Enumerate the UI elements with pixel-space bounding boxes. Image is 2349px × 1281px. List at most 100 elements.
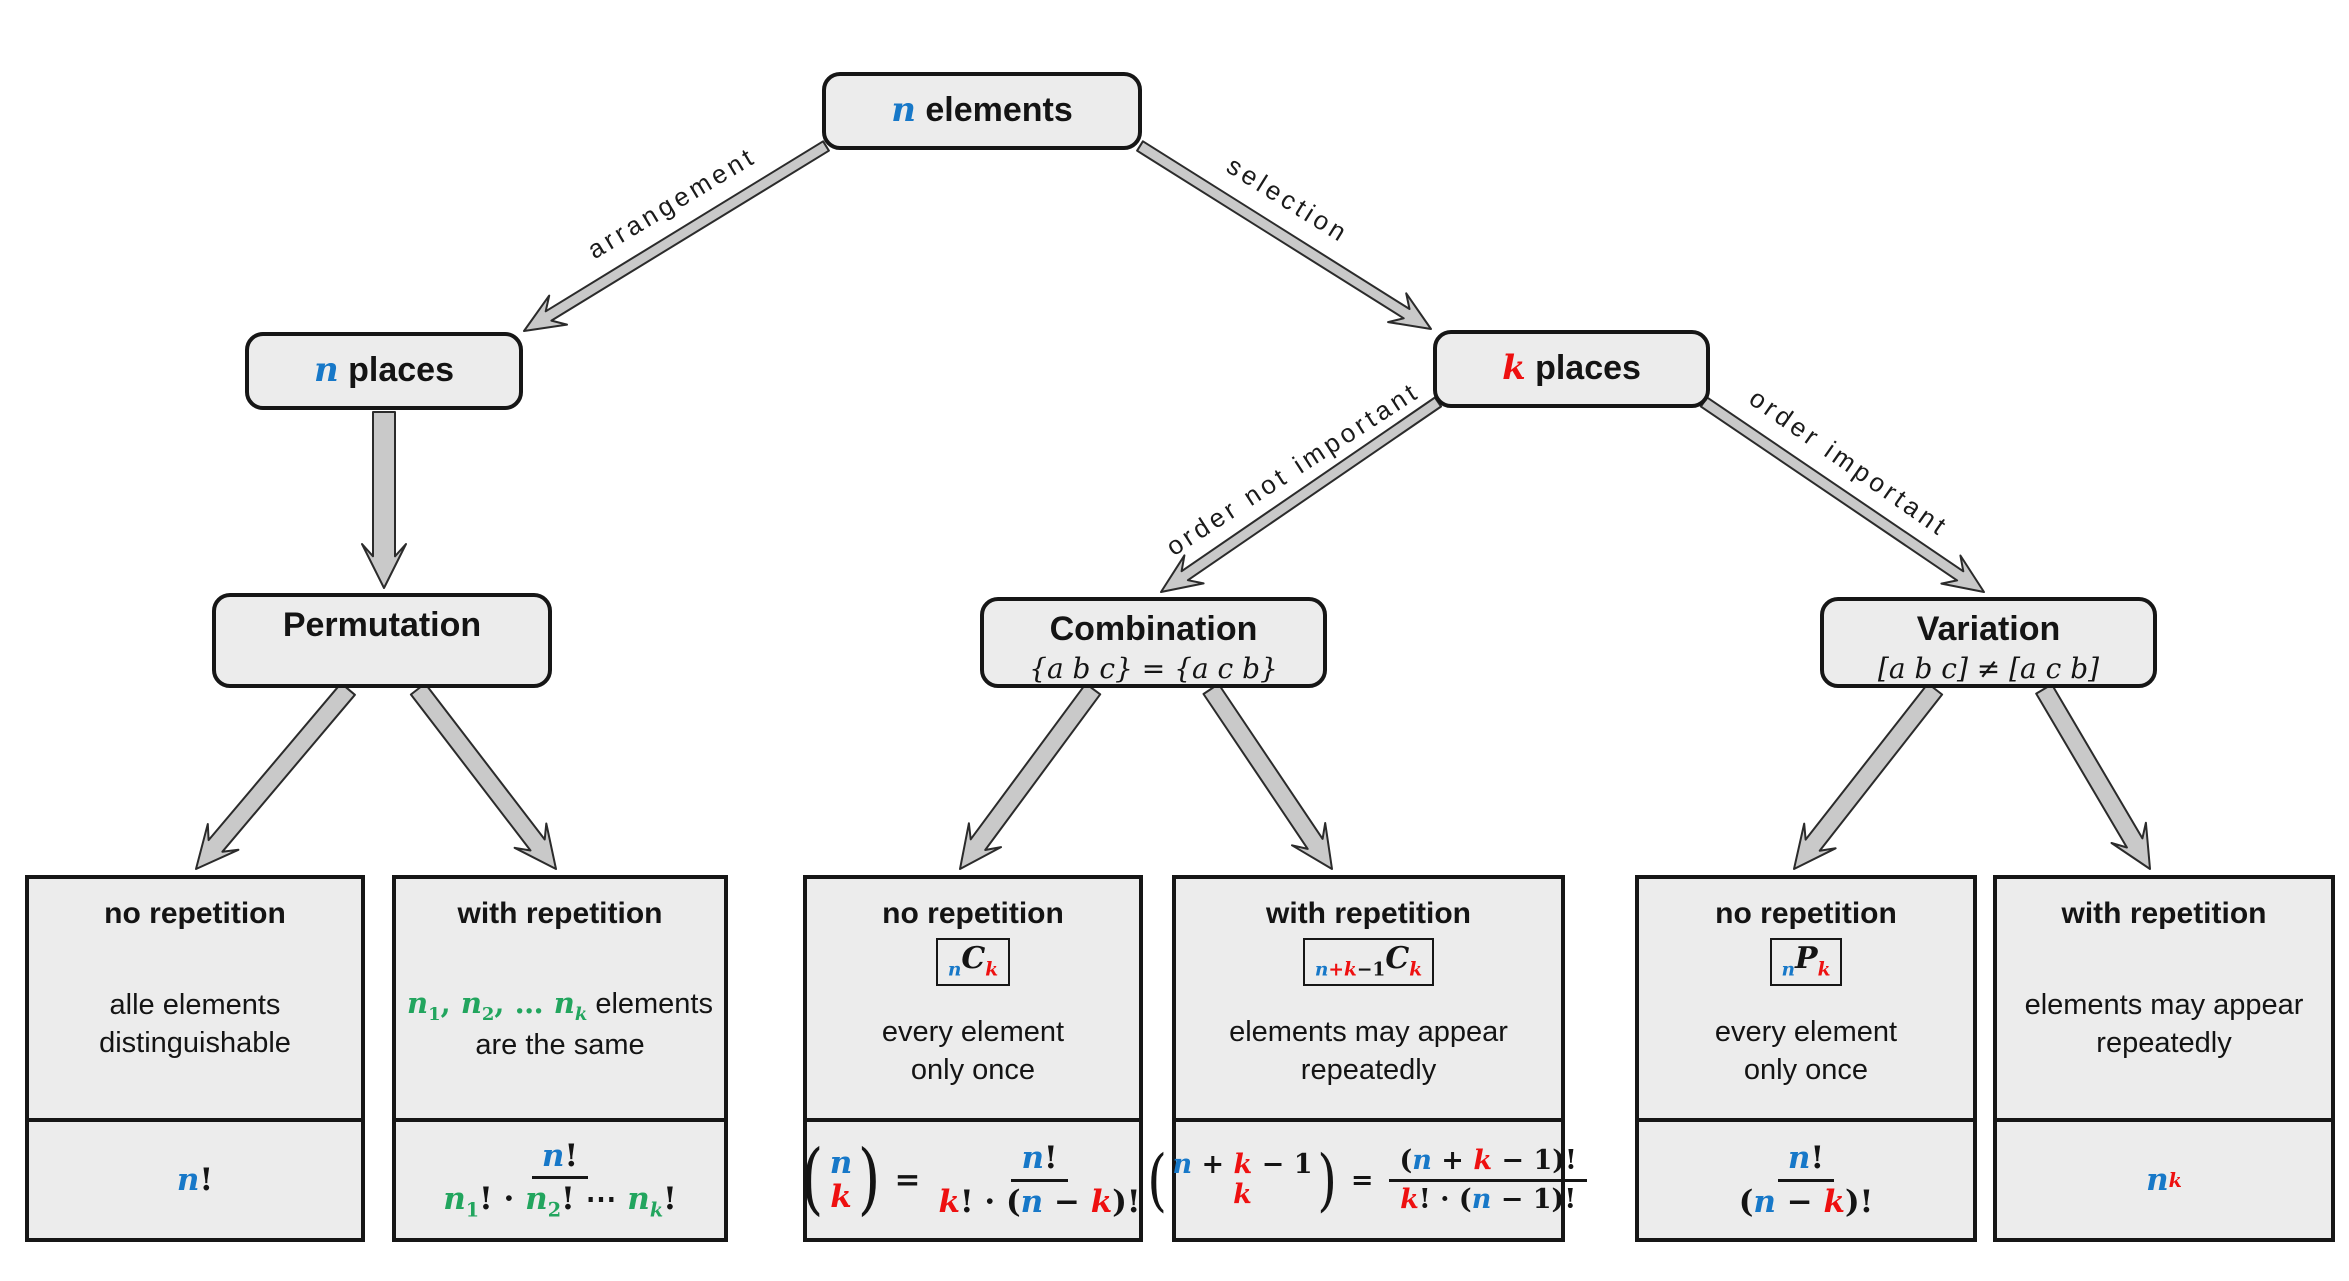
binomial-top: n (830, 1146, 853, 1180)
math-token: C (961, 940, 986, 976)
paren-left: ( (1147, 1140, 1168, 1220)
math-token: n (1314, 958, 1329, 980)
math-token: every element (1714, 1016, 1898, 1049)
arrow-connector (1160, 396, 1443, 593)
binomial-bottom: k (830, 1180, 851, 1214)
fraction-denominator: k! · (n − 1)! (1398, 1182, 1578, 1215)
paren-right: ) (1317, 1140, 1338, 1220)
math-token: , (440, 986, 461, 1021)
math-token: n (1471, 1183, 1492, 1215)
math-token: )! (1844, 1183, 1874, 1220)
arrow-connector (959, 682, 1102, 870)
leaf-title: with repetition (457, 897, 663, 930)
math-token: elements (587, 988, 713, 1021)
leaf-title: no repetition (1715, 897, 1897, 930)
math-token: k (1473, 1144, 1493, 1176)
math-token: n (313, 350, 339, 391)
math-token: k (1400, 1183, 1419, 1215)
math-token: every element (881, 1016, 1065, 1049)
math-token: − 1 (1492, 1144, 1553, 1176)
leaf-formula: n!n1! · n2! ⋯ nk! (396, 1118, 724, 1238)
math-token: )! (1552, 1144, 1577, 1176)
math-token: = (894, 1162, 921, 1198)
arrow-connector (2035, 683, 2151, 870)
fraction-numerator: (n + k − 1)! (1389, 1144, 1587, 1182)
leaf-title: with repetition (1266, 897, 1471, 930)
description-line: alle elements (99, 987, 291, 1025)
math-token: k (1090, 1183, 1113, 1220)
fraction-denominator: n1! · n2! ⋯ nk! (441, 1179, 679, 1221)
math-token: only once (1743, 1054, 1869, 1087)
math-token: k (1823, 1183, 1845, 1220)
math-token: − (1043, 1183, 1091, 1220)
math-token: ! (564, 1138, 579, 1175)
math-token: n (541, 1138, 565, 1175)
math-token: n (443, 1181, 466, 1218)
node-title: n places (314, 352, 454, 389)
math-token: k (1343, 958, 1357, 980)
math-token: − 1 (1252, 1149, 1313, 1181)
description-line: n1, n2, … nk elements (407, 985, 713, 1027)
description-line: every element (882, 1014, 1064, 1052)
math-token: C (1385, 940, 1410, 976)
node-permutation: Permutation (212, 593, 552, 688)
binomial-top: n + k − 1 (1172, 1150, 1312, 1180)
math-token: ! · (479, 1181, 526, 1218)
fraction: n!(n − k)! (1737, 1141, 1876, 1218)
math-token: ! (199, 1162, 214, 1198)
arrow-connector (1202, 683, 1333, 870)
node-combination: Combination {a b c} = {a c b} (980, 597, 1327, 688)
math-token: + (1431, 1144, 1474, 1176)
math-token: ! (1810, 1140, 1825, 1177)
math-token: = (1350, 1164, 1374, 1196)
description-line: every element (1715, 1014, 1897, 1052)
math-token: repeatedly (1300, 1054, 1437, 1087)
math-token: places (338, 351, 455, 390)
math-token: elements may appear (2024, 989, 2304, 1022)
arrow-connector (1793, 682, 1944, 870)
math-token: n (1781, 958, 1796, 980)
leaf-title: no repetition (104, 897, 286, 930)
math-token: 2 (547, 1198, 562, 1222)
math-token: k (1817, 958, 1831, 980)
paren-left: ( (801, 1134, 824, 1225)
arrow-connector (1136, 140, 1432, 330)
math-token: alle elements (109, 989, 281, 1022)
math-token: )! (1112, 1183, 1141, 1220)
math-token: ! ⋯ (561, 1181, 628, 1218)
math-token: 2 (481, 1004, 495, 1026)
math-token: elements (915, 91, 1073, 130)
math-token: ! · ( (1418, 1183, 1472, 1215)
math-token: ! (663, 1181, 677, 1218)
math-token: are the same (475, 1028, 645, 1061)
node-title: Combination (1049, 610, 1258, 648)
math-token: )! (1551, 1183, 1577, 1215)
binomial-bottom: k (1233, 1180, 1252, 1210)
fraction-denominator: (n − k)! (1737, 1182, 1876, 1219)
node-subtitle: [a b c] ≠ [a c b] (1877, 652, 2100, 686)
fraction: (n + k − 1)!k! · (n − 1)! (1389, 1144, 1587, 1215)
math-token: k (574, 1004, 588, 1026)
math-token: ( (1399, 1144, 1413, 1176)
math-token: k (1409, 958, 1423, 980)
math-token: k (1233, 1149, 1253, 1181)
notation-box: nCk (935, 937, 1011, 987)
leaf-title: with repetition (2061, 897, 2267, 930)
formula-segment: n! (177, 1162, 213, 1198)
math-token: − (1775, 1183, 1824, 1220)
math-token: n (407, 986, 429, 1021)
math-token: n (525, 1181, 548, 1218)
fraction-numerator: n! (1011, 1141, 1068, 1182)
